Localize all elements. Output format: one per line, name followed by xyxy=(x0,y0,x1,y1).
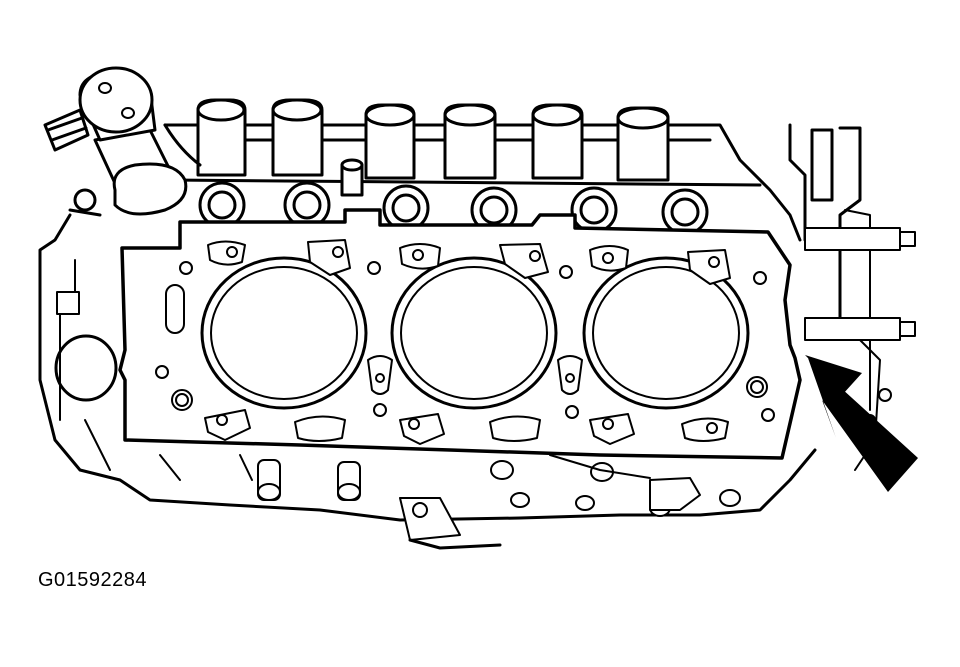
sensor-housing xyxy=(43,66,188,217)
figure-code-label: G01592284 xyxy=(38,569,148,591)
gasket-holes xyxy=(155,239,775,445)
cylinder-bores xyxy=(200,256,750,410)
port-rings xyxy=(198,158,709,236)
engine-block xyxy=(38,123,916,550)
pointer-arrow-icon xyxy=(805,355,918,492)
intake-ports xyxy=(163,98,762,187)
head-gasket xyxy=(118,208,802,460)
